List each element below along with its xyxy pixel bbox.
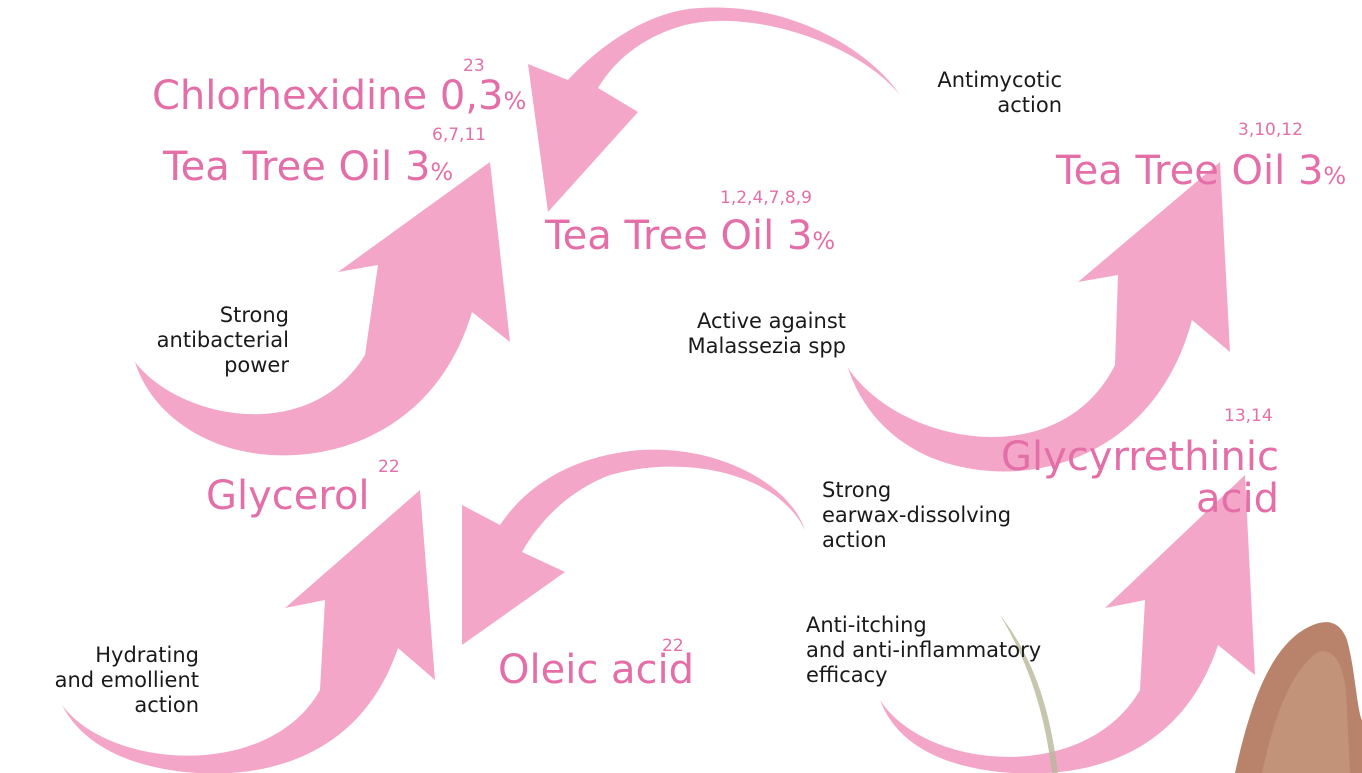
- arrow-earwax: [462, 449, 805, 645]
- ingredient-chlorhexidine: Chlorhexidine 0,3%: [152, 73, 527, 119]
- ingredient-oleic-acid: Oleic acid: [498, 647, 695, 693]
- arrow-hydrating: [62, 490, 435, 773]
- ref-tea-tree-oil-right: 3,10,12: [1238, 120, 1303, 140]
- dog-ear-inner: [1262, 651, 1350, 773]
- ref-oleic-acid: 22: [662, 636, 684, 656]
- ingredient-tea-tree-oil-center: Tea Tree Oil 3%: [545, 213, 836, 259]
- ingredient-tea-tree-oil-left: Tea Tree Oil 3%: [163, 144, 454, 190]
- arrow-antibacterial: [135, 162, 510, 456]
- ref-glycerol: 22: [378, 457, 400, 477]
- ref-chlorhexidine: 23: [463, 56, 485, 76]
- ref-tea-tree-oil-left: 6,7,11: [432, 125, 487, 145]
- grass-blade: [1000, 615, 1058, 773]
- arrow-antimycotic: [528, 7, 900, 212]
- ingredient-glycerol: Glycerol: [206, 473, 370, 519]
- ingredient-glycyrrhethinic-acid-line1: Glycyrrethinic: [1001, 434, 1279, 480]
- ingredient-tea-tree-oil-right: Tea Tree Oil 3%: [1056, 148, 1347, 194]
- arrow-malassezia: [848, 162, 1230, 472]
- ref-glycyrrhethinic: 13,14: [1224, 406, 1273, 426]
- ingredient-glycyrrhethinic-acid-line2: acid: [1195, 476, 1279, 522]
- arrow-antiitching: [880, 475, 1255, 773]
- ref-tea-tree-oil-center: 1,2,4,7,8,9: [720, 188, 812, 208]
